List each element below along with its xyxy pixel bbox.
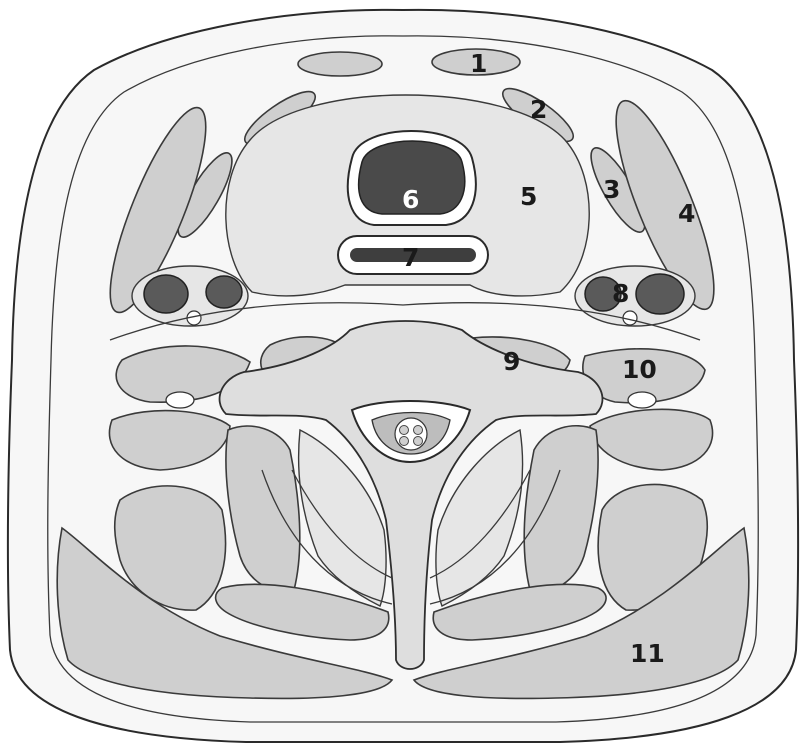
label-7: 7 bbox=[402, 243, 419, 272]
label-9: 9 bbox=[503, 347, 520, 376]
label-4: 4 bbox=[678, 199, 695, 228]
label-10: 10 bbox=[622, 355, 657, 384]
vertebral-artery-right bbox=[628, 392, 656, 408]
label-6: 6 bbox=[402, 185, 419, 214]
label-8: 8 bbox=[612, 279, 629, 308]
spinal-cord bbox=[395, 418, 427, 450]
vertebral-artery-left bbox=[166, 392, 194, 408]
label-11: 11 bbox=[630, 639, 665, 668]
carotid-sheath-right bbox=[575, 266, 695, 326]
label-3: 3 bbox=[603, 175, 620, 204]
label-1: 1 bbox=[470, 49, 487, 78]
label-5: 5 bbox=[520, 182, 537, 211]
label-2: 2 bbox=[530, 95, 547, 124]
sternohyoid-left bbox=[298, 52, 382, 76]
